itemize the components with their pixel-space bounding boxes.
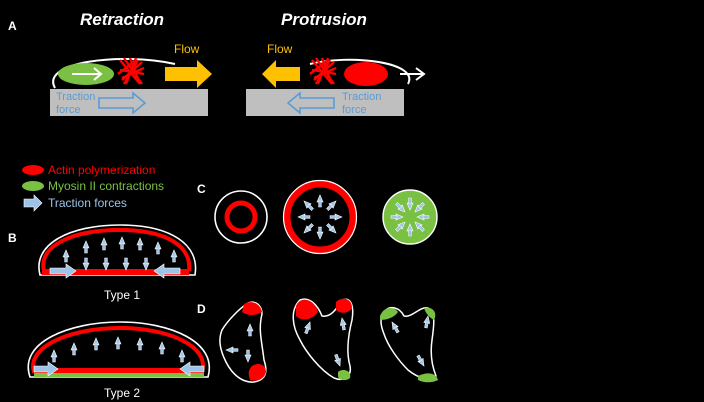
traction-arrows	[49, 236, 181, 279]
retraction-direction-arrow-icon	[72, 67, 103, 81]
green-ellipse-icon	[22, 181, 44, 191]
type2-label: Type 2	[104, 386, 140, 400]
retraction-cell-schematic	[50, 56, 212, 116]
substrate	[50, 89, 208, 116]
traction-force-arrow-icon	[98, 91, 147, 115]
flow-arrow-icon	[165, 60, 212, 88]
irregular-cell-3	[380, 306, 438, 383]
legend-traction-label: Traction forces	[48, 196, 127, 210]
panel-b-letter: B	[8, 231, 17, 245]
round-cell-actin-ring	[214, 190, 268, 244]
substrate	[246, 89, 404, 116]
red-ellipse-icon	[22, 165, 44, 175]
protrusion-traction-label-1: Traction	[342, 91, 381, 103]
legend-actin-label: Actin polymerization	[48, 163, 155, 177]
protrusion-direction-arrow-icon	[400, 67, 426, 81]
type1-cell	[38, 224, 197, 279]
panel-d-letter: D	[197, 302, 206, 316]
type2-cell	[27, 321, 211, 378]
legend: Actin polymerization Myosin II contracti…	[22, 163, 164, 212]
protrusion-flow-label: Flow	[267, 42, 293, 56]
irregular-cell-1	[219, 301, 267, 383]
traction-arrows	[33, 336, 205, 377]
retraction-traction-label-2: force	[56, 104, 80, 116]
traction-force-arrow-left-icon	[286, 91, 335, 115]
irregular-cell-2	[292, 298, 354, 381]
actin-network-icon	[308, 56, 338, 86]
protrusion-cell-schematic	[246, 56, 426, 116]
round-cell-myosin	[382, 189, 438, 245]
protrusion-traction-label-2: force	[342, 104, 366, 116]
traction-arrows	[297, 194, 343, 240]
retraction-traction-label-1: Traction	[56, 91, 95, 103]
actin-ellipse	[344, 62, 388, 86]
type1-label: Type 1	[104, 288, 140, 302]
round-cell-actin-cortex	[282, 179, 358, 255]
legend-myosin-label: Myosin II contractions	[48, 179, 164, 193]
retraction-flow-label: Flow	[174, 42, 200, 56]
panel-a-letter: A	[8, 19, 17, 33]
panel-c-letter: C	[197, 182, 206, 196]
retraction-title: Retraction	[80, 10, 164, 29]
blue-arrow-icon	[23, 194, 43, 212]
flow-arrow-left-icon	[262, 60, 300, 88]
actin-network-icon	[116, 56, 146, 86]
protrusion-title: Protrusion	[281, 10, 367, 29]
